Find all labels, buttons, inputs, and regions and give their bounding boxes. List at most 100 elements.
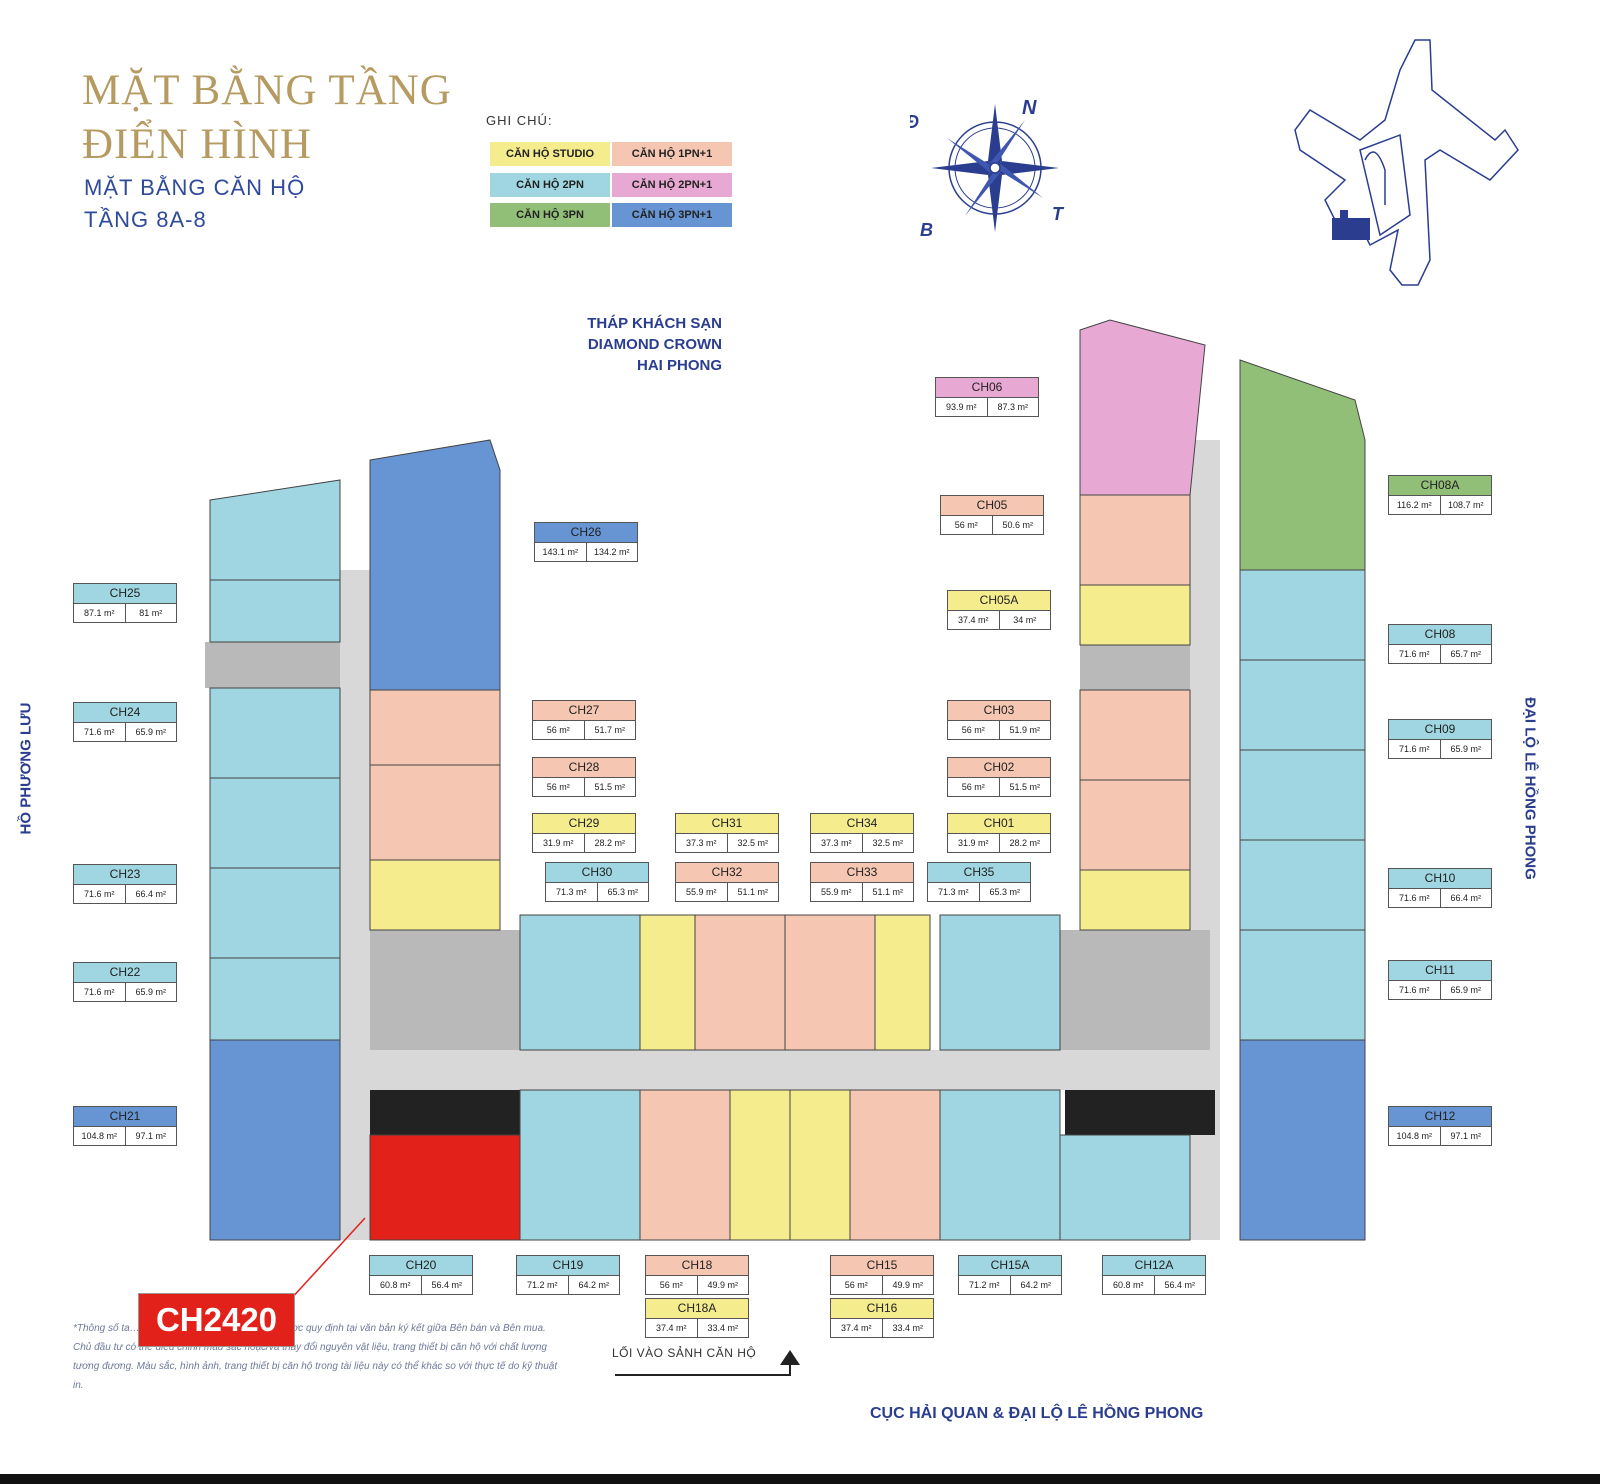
unit-area-net: 56.4 m² <box>1153 1276 1206 1295</box>
unit-name: CH01 <box>948 814 1050 833</box>
unit-area-net: 65.9 m² <box>124 723 177 742</box>
core-left <box>370 930 520 1050</box>
unit-area-net: 108.7 m² <box>1439 496 1492 515</box>
unit-area-gross: 71.6 m² <box>1398 649 1430 659</box>
unit-area-gross: 37.3 m² <box>685 838 717 848</box>
unit-area-gross: 71.6 m² <box>83 987 115 997</box>
unit-area-net: 97.1 m² <box>124 1127 177 1146</box>
unit-area-gross: 56 m² <box>546 782 570 792</box>
unit-area-gross: 104.8 m² <box>81 1131 118 1141</box>
legend-title: GHI CHÚ: <box>486 113 553 128</box>
unit-area-gross: 56 m² <box>546 725 570 735</box>
unit-area-gross: 55.9 m² <box>820 887 852 897</box>
unit-area-gross: 56 m² <box>961 725 985 735</box>
unit-name: CH12 <box>1389 1107 1491 1126</box>
unit-area-net: 97.1 m² <box>1439 1127 1492 1146</box>
unit-area-gross: 87.1 m² <box>83 608 115 618</box>
unit-area-gross: 71.6 m² <box>83 889 115 899</box>
unit-area-net: 28.2 m² <box>583 834 636 853</box>
stair-right <box>1080 645 1190 690</box>
unit-area-net: 65.9 m² <box>1439 981 1492 1000</box>
page-subtitle: MẶT BẰNG CĂN HỘ <box>84 175 306 200</box>
unit-area-net: 66.4 m² <box>124 885 177 904</box>
unit-name: CH09 <box>1389 720 1491 739</box>
unit-name: CH08 <box>1389 625 1491 644</box>
unit-area-gross: 56 m² <box>844 1280 868 1290</box>
unit-name: CH30 <box>546 863 648 882</box>
unit-area-gross: 55.9 m² <box>685 887 717 897</box>
unit-area-gross: 71.2 m² <box>526 1280 558 1290</box>
unit-area-gross: 31.9 m² <box>957 838 989 848</box>
unit-name: CH06 <box>936 378 1038 397</box>
unit-area-net: 51.9 m² <box>998 721 1051 740</box>
unit-area-gross: 71.2 m² <box>968 1280 1000 1290</box>
unit-name: CH15A <box>959 1256 1061 1275</box>
legend-3pn1: CĂN HỘ 3PN+1 <box>612 203 732 227</box>
compass-d: Đ <box>910 112 919 132</box>
unit-tag-ch19[interactable]: CH19 71.2 m² 64.2 m² <box>516 1255 620 1295</box>
unit-area-gross: 71.6 m² <box>1398 985 1430 995</box>
unit-name: CH02 <box>948 758 1050 777</box>
unit-area-net: 65.9 m² <box>1439 740 1492 759</box>
legend-1pn1: CĂN HỘ 1PN+1 <box>612 142 732 166</box>
unit-area-net: 51.5 m² <box>583 778 636 797</box>
hotel-label: THÁP KHÁCH SẠN DIAMOND CROWN HAI PHONG <box>540 313 722 376</box>
legend-2pn1: CĂN HỘ 2PN+1 <box>612 173 732 197</box>
hotel-label-line1: THÁP KHÁCH SẠN <box>587 315 722 332</box>
compass-b: B <box>920 220 933 240</box>
unit-area-net: 64.2 m² <box>567 1276 620 1295</box>
bottom-border <box>0 1474 1600 1484</box>
unit-area-net: 56.4 m² <box>420 1276 473 1295</box>
compass-t: T <box>1052 204 1065 224</box>
highlight-badge[interactable]: CH2420 <box>138 1293 295 1347</box>
core-right <box>1060 930 1210 1050</box>
unit-name: CH35 <box>928 863 1030 882</box>
unit-area-gross: 31.9 m² <box>542 838 574 848</box>
unit-name: CH19 <box>517 1256 619 1275</box>
unit-name: CH18 <box>646 1256 748 1275</box>
unit-area-net: 33.4 m² <box>696 1319 749 1338</box>
unit-area-net: 28.2 m² <box>998 834 1051 853</box>
unit-tag-ch01[interactable]: CH01 31.9 m² 28.2 m² <box>947 813 1051 853</box>
unit-area-net: 33.4 m² <box>881 1319 934 1338</box>
unit-name: CH24 <box>74 703 176 722</box>
unit-area-net: 81 m² <box>124 604 177 623</box>
unit-area-net: 51.1 m² <box>726 883 779 902</box>
unit-area-gross: 71.6 m² <box>1398 893 1430 903</box>
hotel-label-line3: HAI PHONG <box>636 357 722 374</box>
